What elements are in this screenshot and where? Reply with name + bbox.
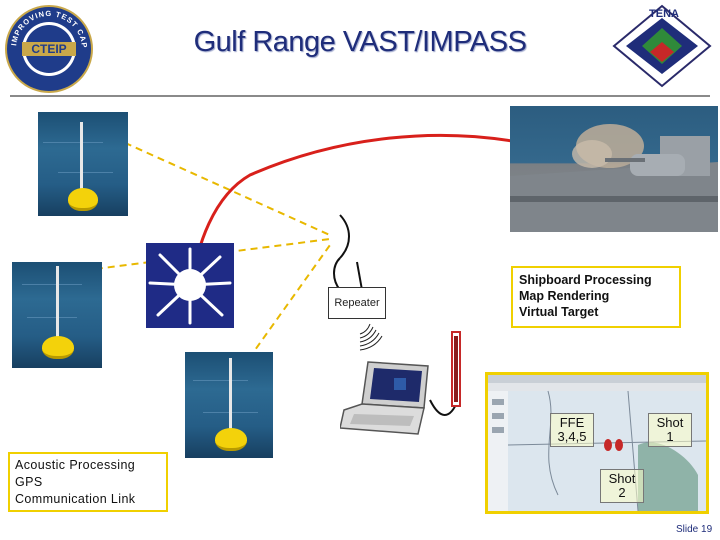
shipboard-line-1: Shipboard Processing (519, 273, 652, 287)
buoy-line-1: Acoustic Processing (15, 458, 136, 472)
ship-photo (510, 106, 718, 232)
link-buoy2-antenna (71, 238, 331, 273)
cteip-logo-center: CTEIP (31, 42, 66, 56)
repeater-label: Repeater (328, 287, 386, 319)
signal-waves-icon (359, 323, 383, 351)
map-rendering-panel: FFE 3,4,5 Shot 1 Shot 2 (485, 372, 709, 514)
map-callout-shot2: Shot 2 (600, 469, 644, 503)
laptop-icon (340, 361, 429, 435)
buoy-line-2: GPS (15, 475, 43, 489)
shipboard-label: Shipboard Processing Map Rendering Virtu… (511, 266, 681, 328)
slide-number: Slide 19 (676, 524, 713, 535)
map-callout-shot1: Shot 1 (648, 413, 692, 447)
cteip-logo-icon: CTEIP IMPROVING TEST CAPABILITIES (4, 4, 93, 93)
slide-title: Gulf Range VAST/IMPASS (193, 26, 527, 58)
buoy-line-3: Communication Link (15, 492, 136, 506)
burst-icon (146, 243, 234, 328)
link-buoy1-antenna (91, 127, 333, 237)
shipboard-line-3: Virtual Target (519, 305, 599, 319)
antenna-icon (339, 214, 350, 259)
title-divider (10, 95, 710, 97)
buoy-photo-2 (12, 262, 102, 368)
shipboard-line-2: Map Rendering (519, 289, 610, 303)
map-callout-ffe: FFE 3,4,5 (550, 413, 594, 447)
buoy-label: Acoustic Processing GPS Communication Li… (8, 452, 168, 512)
buoy-photo-1 (38, 112, 128, 216)
trajectory-line (190, 133, 556, 293)
buoy-photo-3 (185, 352, 273, 458)
tena-logo-text: TENA (649, 8, 679, 20)
tena-logo-icon: TENA (612, 4, 712, 88)
antenna-mast-icon (451, 331, 461, 407)
